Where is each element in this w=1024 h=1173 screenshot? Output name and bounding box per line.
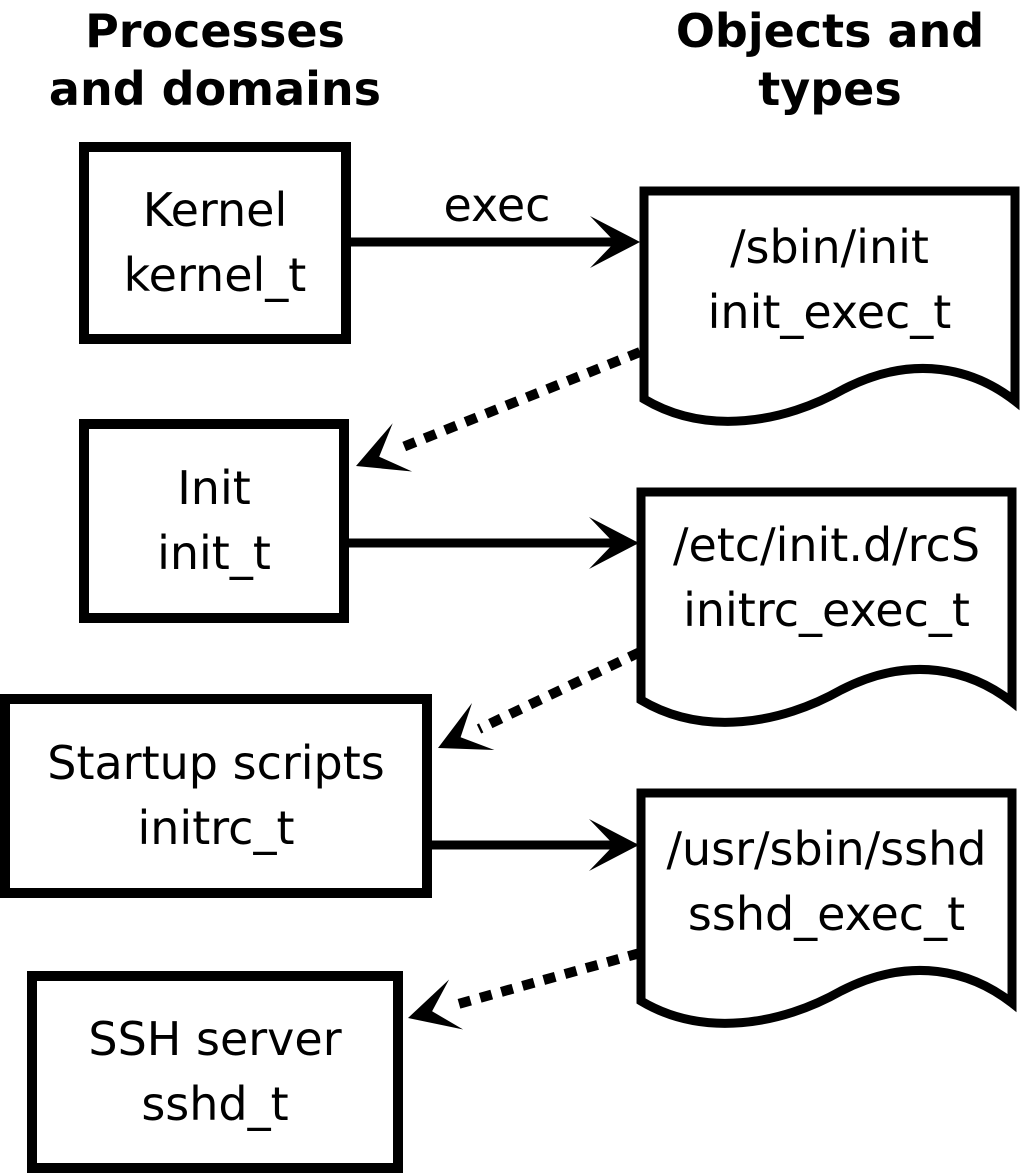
transition-arrow-to-init <box>356 347 642 472</box>
arrowhead-icon <box>589 819 639 871</box>
transition-arrow-to-sshd <box>408 948 642 1030</box>
process-domain-type: initrc_t <box>137 801 295 855</box>
object-path: /sbin/init <box>730 220 929 274</box>
arrowhead-icon <box>589 517 639 569</box>
object-type: initrc_exec_t <box>683 583 970 637</box>
process-box-init: Init init_t <box>79 419 349 623</box>
document-shape-sbin-init <box>639 186 1020 426</box>
object-type: init_exec_t <box>707 285 952 339</box>
document-shape-etc-initd-rcS <box>636 487 1017 727</box>
arrowhead-icon <box>438 703 495 750</box>
column-header-processes-line1: Processes <box>85 4 345 58</box>
document-shape-usr-sbin-sshd <box>636 788 1017 1028</box>
exec-edge-label: exec <box>443 178 551 232</box>
column-header-processes-line2: and domains <box>48 62 382 116</box>
exec-arrow-initrc-to-sshd <box>430 819 639 871</box>
dotted-transition-line <box>449 948 642 1011</box>
exec-arrow-kernel-to-sbin-init <box>348 216 640 268</box>
arrowhead-icon <box>408 979 464 1030</box>
process-box-ssh-server: SSH server sshd_t <box>27 971 403 1173</box>
process-name: Startup scripts <box>47 736 385 790</box>
process-box-startup-scripts: Startup scripts initrc_t <box>0 694 432 898</box>
transition-arrow-to-initrc <box>438 647 643 750</box>
object-doc-label-usr-sbin-sshd: /usr/sbin/sshd sshd_exec_t <box>641 817 1012 947</box>
column-header-objects: Objects and types <box>640 2 1020 118</box>
process-name: SSH server <box>88 1012 342 1066</box>
process-domain-type: init_t <box>157 526 271 580</box>
column-header-objects-line1: Objects and <box>675 4 985 58</box>
dotted-transition-line <box>476 647 643 734</box>
process-box-kernel: Kernel kernel_t <box>79 142 351 344</box>
process-domain-type: kernel_t <box>123 248 307 302</box>
process-name: Init <box>177 461 251 515</box>
column-header-processes: Processes and domains <box>5 2 425 118</box>
object-type: sshd_exec_t <box>687 887 966 941</box>
exec-arrow-init-to-rcS <box>347 517 639 569</box>
dotted-transition-line <box>396 347 642 454</box>
object-doc-label-sbin-init: /sbin/init init_exec_t <box>644 215 1015 345</box>
arrowhead-icon <box>356 423 413 472</box>
object-path: /etc/init.d/rcS <box>672 518 981 572</box>
column-header-objects-line2: types <box>758 62 902 116</box>
object-path: /usr/sbin/sshd <box>666 822 987 876</box>
object-doc-label-etc-initd-rcS: /etc/init.d/rcS initrc_exec_t <box>641 513 1012 643</box>
process-domain-type: sshd_t <box>141 1077 289 1131</box>
process-name: Kernel <box>142 183 288 237</box>
arrowhead-icon <box>590 216 640 268</box>
